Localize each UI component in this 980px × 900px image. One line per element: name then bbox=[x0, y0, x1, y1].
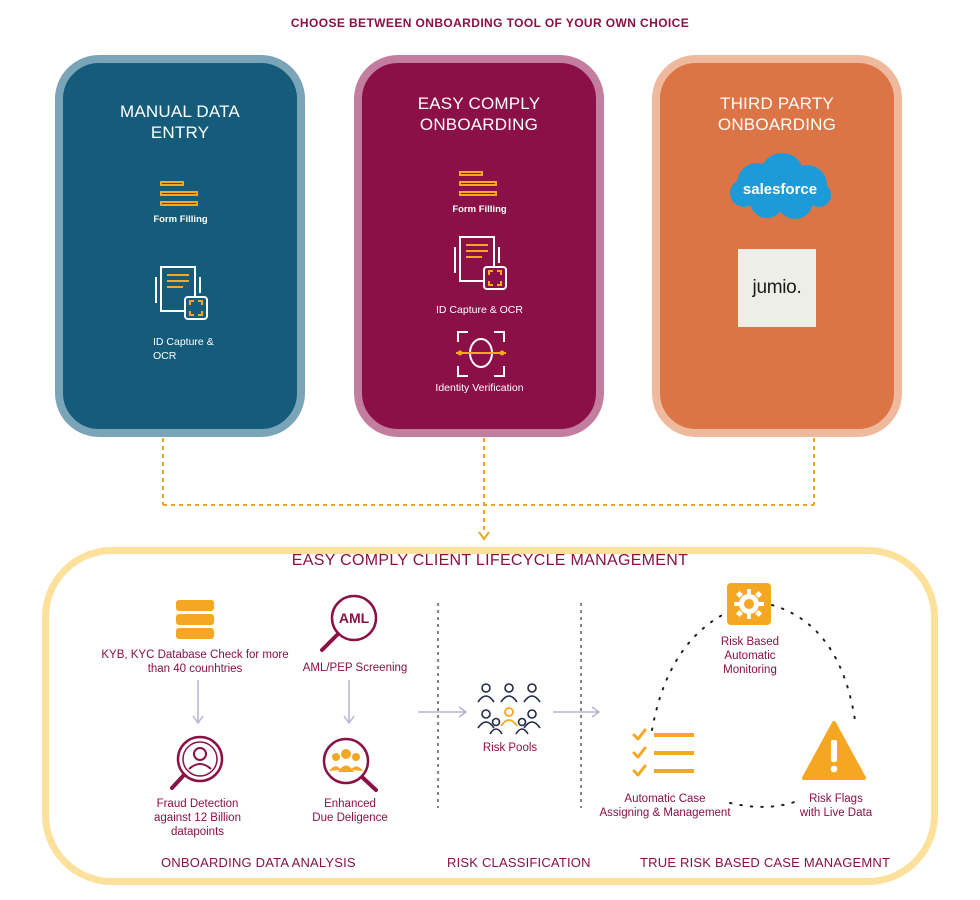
card-title-line1: EASY COMPLY bbox=[417, 94, 541, 113]
database-icon bbox=[176, 600, 214, 639]
form-filling-icon bbox=[160, 181, 198, 206]
form-filling-label: Form Filling bbox=[452, 204, 507, 215]
id-capture-icon bbox=[454, 236, 507, 290]
id-capture-label-line2: OCR bbox=[153, 350, 177, 362]
easy-comply-onboarding-card[interactable]: EASY COMPLY ONBOARDING Form Filling ID C… bbox=[354, 55, 604, 437]
monitor-label-line3: Monitoring bbox=[723, 664, 777, 676]
face-scan-icon bbox=[456, 331, 506, 377]
checklist-icon bbox=[632, 728, 694, 777]
salesforce-logo: salesforce bbox=[730, 153, 831, 219]
monitor-label-line2: Automatic bbox=[724, 650, 776, 662]
card-title-line1: THIRD PARTY bbox=[720, 94, 834, 113]
warning-icon bbox=[802, 721, 866, 780]
form-filling-label: Form Filling bbox=[153, 214, 208, 225]
lifecycle-title: EASY COMPLY CLIENT LIFECYCLE MANAGEMENT bbox=[291, 552, 689, 569]
assign-label-line1: Automatic Case bbox=[624, 793, 706, 805]
aml-badge-text: AML bbox=[339, 610, 370, 626]
section-risk-classification: RISK CLASSIFICATION bbox=[447, 855, 591, 870]
page-title: CHOOSE BETWEEN ONBOARDING TOOL OF YOUR O… bbox=[290, 16, 690, 30]
card-title-line2: ENTRY bbox=[150, 123, 210, 142]
third-party-onboarding-card[interactable]: THIRD PARTY ONBOARDING salesforce jumio. bbox=[652, 55, 902, 437]
fraud-detection-icon bbox=[170, 735, 224, 790]
card-title-line2: ONBOARDING bbox=[419, 115, 539, 134]
gear-icon bbox=[727, 583, 771, 625]
risk-pools-label: Risk Pools bbox=[482, 742, 538, 754]
aml-magnifier-icon: AML bbox=[320, 594, 378, 652]
id-capture-label: ID Capture & OCR bbox=[436, 304, 523, 316]
id-capture-label-line1: ID Capture & bbox=[153, 336, 214, 348]
kyb-label-line1: KYB, KYC Database Check for more bbox=[101, 649, 289, 661]
form-filling-icon bbox=[459, 171, 497, 196]
flags-label-line2: with Live Data bbox=[799, 807, 873, 819]
card-title-line2: ONBOARDING bbox=[717, 115, 837, 134]
monitoring-cycle-arc bbox=[651, 604, 856, 808]
fraud-label-line3: datapoints bbox=[170, 826, 225, 838]
due-diligence-icon bbox=[322, 737, 378, 792]
fraud-label-line2: against 12 Billion bbox=[154, 812, 241, 824]
flags-label-line1: Risk Flags bbox=[809, 793, 863, 805]
edd-label-line2: Due Deligence bbox=[312, 812, 388, 824]
salesforce-logo-text: salesforce bbox=[743, 181, 817, 198]
risk-pools-icon bbox=[477, 683, 541, 735]
id-capture-icon bbox=[155, 266, 208, 320]
connector-lines bbox=[162, 438, 815, 541]
jumio-logo: jumio. bbox=[738, 249, 816, 327]
aml-pep-label: AML/PEP Screening bbox=[302, 662, 408, 674]
identity-verification-label: Identity Verification bbox=[435, 382, 524, 394]
jumio-logo-text: jumio. bbox=[752, 277, 802, 298]
section-onboarding-data-analysis: ONBOARDING DATA ANALYSIS bbox=[161, 855, 356, 870]
assign-label-line2: Assigning & Management bbox=[599, 807, 731, 819]
kyb-label-line2: than 40 counhtries bbox=[147, 663, 243, 675]
edd-label-line1: Enhanced bbox=[324, 798, 376, 810]
fraud-label-line1: Fraud Detection bbox=[156, 798, 239, 810]
card-title-line1: MANUAL DATA bbox=[120, 102, 240, 121]
monitor-label-line1: Risk Based bbox=[720, 636, 780, 648]
manual-data-entry-card[interactable]: MANUAL DATA ENTRY Form Filling ID Captur… bbox=[55, 55, 305, 437]
section-true-risk-case-management: TRUE RISK BASED CASE MANAGEMNT bbox=[640, 855, 891, 870]
